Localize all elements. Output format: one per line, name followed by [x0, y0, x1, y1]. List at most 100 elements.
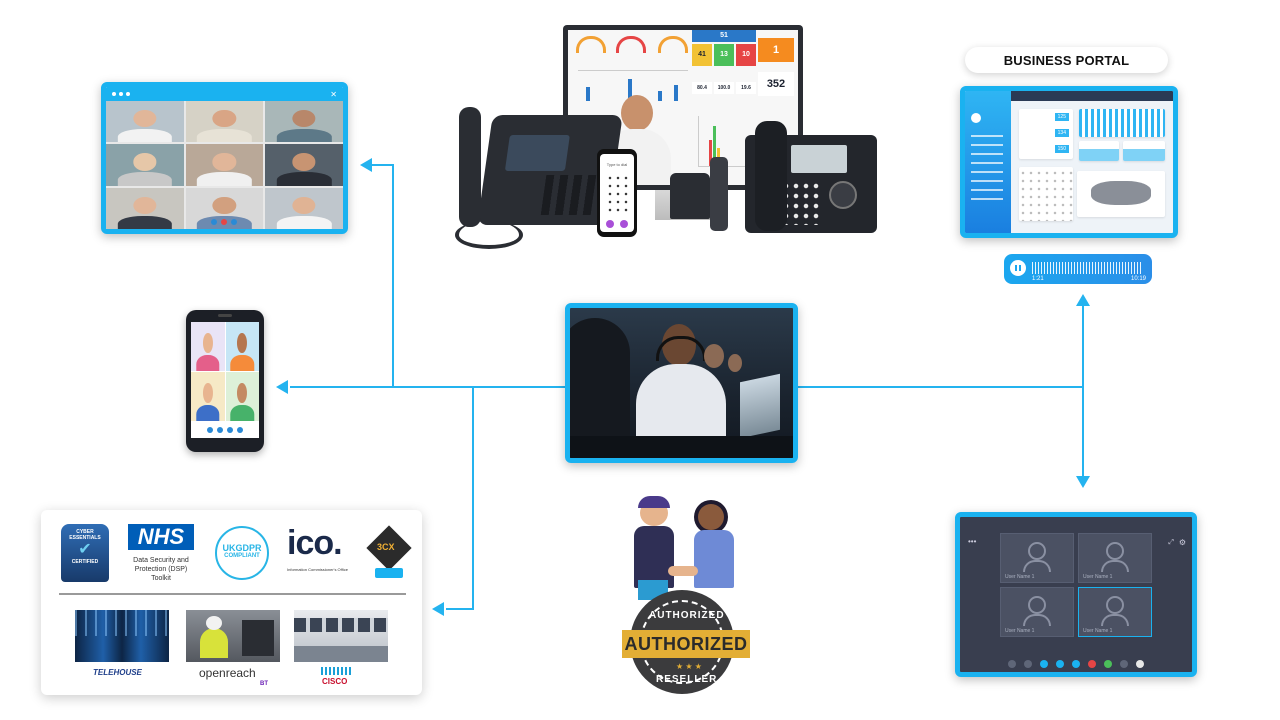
gauge-icon — [576, 36, 606, 53]
stat-top: 51 — [692, 30, 756, 42]
window-dot-icon — [112, 92, 116, 96]
dial-prompt: Type to dial — [606, 162, 628, 167]
connector-to-cert — [446, 608, 474, 610]
participant-tile — [106, 144, 184, 186]
background-agent — [704, 344, 724, 368]
hangup-icon[interactable] — [221, 218, 228, 225]
camera-icon[interactable] — [1056, 660, 1064, 668]
openreach-photo — [186, 610, 280, 662]
figure-man-body — [634, 526, 674, 588]
connector-to-video — [372, 164, 394, 166]
3cx-label: 3CX — [377, 542, 395, 552]
smartphone-softphone: Type to dial — [597, 149, 637, 237]
expand-icon[interactable]: ⤢ — [1168, 539, 1174, 546]
participant-tile — [265, 101, 343, 143]
3cx-ribbon — [375, 568, 403, 578]
headset-icon — [656, 336, 706, 361]
desk-phone-screen — [504, 135, 570, 171]
mic-icon[interactable] — [1040, 660, 1048, 668]
add-icon[interactable] — [1072, 660, 1080, 668]
arrow-to-phone — [276, 380, 288, 394]
settings-icon[interactable] — [1136, 660, 1144, 668]
arrow-to-certifications — [432, 602, 444, 616]
agent-avatar — [621, 95, 653, 131]
chat-icon[interactable] — [1008, 660, 1016, 668]
stat-e: 352 — [758, 72, 794, 96]
conference-tile: User Name 1 — [1000, 587, 1074, 637]
elapsed-time: 1:21 — [1032, 276, 1044, 282]
stat-c: 10 — [736, 44, 756, 66]
ico-logo: ico. — [287, 524, 343, 562]
pause-bars — [1015, 265, 1021, 271]
dialpad — [606, 174, 628, 214]
window-dot-icon — [119, 92, 123, 96]
gauge-icon — [658, 36, 688, 53]
mic-icon[interactable] — [207, 427, 213, 433]
camera-icon[interactable] — [217, 427, 223, 433]
agent-silhouette — [570, 318, 630, 458]
phone-cord — [455, 221, 523, 249]
tile-username: User Name 1 — [1005, 628, 1035, 634]
stat-badge: 150 — [1054, 145, 1069, 153]
agent-body — [636, 364, 726, 444]
portal-sidebar — [965, 91, 1011, 233]
conference-tablet: ••• ⤢ ⚙ User Name 1 User Name 1 User Nam… — [955, 512, 1197, 677]
conference-controls — [960, 656, 1192, 672]
share-icon[interactable] — [1104, 660, 1112, 668]
video-button[interactable] — [620, 220, 628, 228]
call-controls — [211, 218, 238, 225]
right-handset — [755, 121, 787, 231]
gdpr-badge: UKGDPR COMPLIANT — [215, 526, 269, 580]
stat-g: 100.0 — [714, 82, 734, 94]
stat-h: 19.6 — [736, 82, 756, 94]
connector-vertical-right — [1082, 304, 1084, 478]
stat-badge: 125 — [1054, 113, 1069, 121]
bt-logo: BT — [260, 681, 268, 687]
call-button[interactable] — [606, 220, 614, 228]
tile-username: User Name 1 — [1083, 574, 1113, 580]
window-dot-icon — [126, 92, 130, 96]
phone-call-controls — [191, 422, 259, 438]
cyber-label: CYBER ESSENTIALS — [69, 529, 101, 541]
area-chart-card — [1123, 141, 1165, 161]
more-icon[interactable]: ••• — [968, 537, 977, 546]
pause-icon[interactable] — [1010, 260, 1026, 276]
arrow-to-video-window — [360, 158, 372, 172]
participant-tile — [106, 101, 184, 143]
participant-tile — [185, 101, 264, 143]
chat-icon[interactable] — [227, 427, 233, 433]
mic-icon[interactable] — [211, 218, 218, 225]
cert-divider — [59, 593, 406, 595]
handshake-icon — [668, 566, 698, 576]
portal-topbar — [1011, 91, 1173, 101]
record-icon[interactable] — [1120, 660, 1128, 668]
stat-badge: 134 — [1054, 129, 1069, 137]
conference-tile-active: User Name 1 — [1078, 587, 1152, 637]
phone-screen — [191, 322, 259, 438]
participant-tile — [106, 187, 184, 229]
keypad — [781, 181, 821, 225]
background-agent — [728, 354, 742, 372]
world-map-card — [1077, 171, 1165, 217]
close-icon[interactable]: ✕ — [330, 89, 337, 99]
hangup-icon[interactable] — [1088, 660, 1096, 668]
stat-card: 125 134 150 — [1019, 109, 1073, 159]
more-icon[interactable] — [237, 427, 243, 433]
badge-top-text: AUTHORIZED — [649, 610, 725, 621]
camera-icon[interactable] — [231, 218, 238, 225]
phone-camera — [218, 314, 232, 317]
participants-icon[interactable] — [1024, 660, 1032, 668]
ico-text: Information Commissioner's Office — [287, 567, 348, 572]
cisco-photo — [294, 610, 388, 662]
participant-tile — [191, 372, 225, 421]
participant-tile — [185, 144, 264, 186]
gear-icon[interactable]: ⚙ — [1178, 538, 1186, 547]
tile-username: User Name 1 — [1005, 574, 1035, 580]
keypad — [540, 175, 597, 215]
stat-f: 80.4 — [692, 82, 712, 94]
nhs-logo: NHS — [128, 524, 194, 550]
badge-bottom-text: RESELLER — [656, 674, 718, 685]
desk-phone-handset — [459, 107, 481, 227]
tile-username: User Name 1 — [1083, 628, 1113, 634]
cisco-logo: CISCO — [322, 677, 348, 686]
